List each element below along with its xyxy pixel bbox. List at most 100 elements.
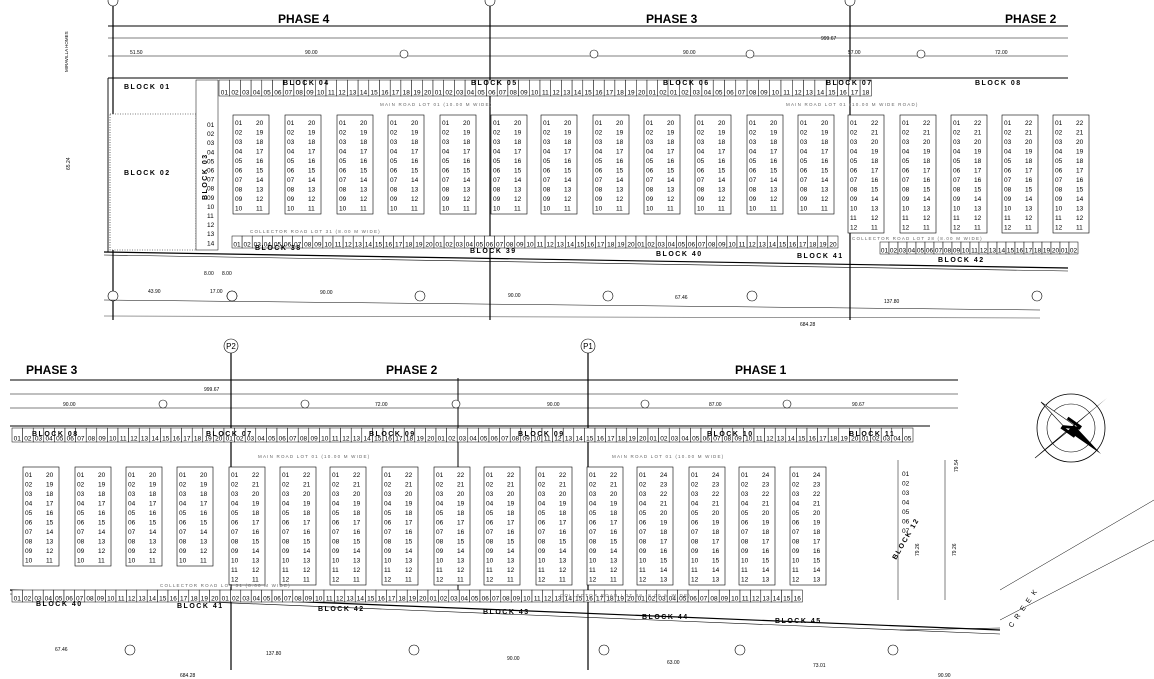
- block-08-11-lot-number: 04: [893, 436, 901, 443]
- block-06-08-lot-number: 02: [681, 90, 689, 97]
- dim-top-5: 72.00: [995, 50, 1008, 56]
- lot-block-top-r1-lot-right: 20: [923, 139, 931, 146]
- lot-block-bottom-6-lot-right: 15: [353, 539, 361, 546]
- lot-block-top-0-lot-right: 13: [256, 187, 264, 194]
- lot-block-bottom-12-lot-right: 16: [660, 548, 668, 555]
- lot-block-bottom-1-lot-right: 20: [98, 472, 106, 479]
- block-41-42-lot-number: 11: [971, 248, 978, 255]
- lot-block-bottom-11-lot-right: 21: [610, 482, 618, 489]
- block-38-40-lot-number: 04: [668, 242, 676, 249]
- lot-block-top-r2-lot-right: 11: [974, 225, 981, 232]
- lot-block-bottom-8-lot-left: 09: [436, 548, 444, 555]
- lot-block-top-r2-lot-right: 20: [974, 139, 982, 146]
- block-41-42-lot-number: 10: [962, 248, 970, 255]
- lot-block-bottom-7-lot-left: 03: [384, 491, 392, 498]
- block-40-45-lot-number: 17: [596, 596, 604, 603]
- block-40-45-lot-number: 18: [398, 596, 406, 603]
- block-08-11-lot-number: 14: [787, 436, 795, 443]
- lot-block-top-r3-lot-right: 11: [1025, 225, 1032, 232]
- block-08-11-lot-number: 13: [777, 436, 785, 443]
- block-04-05-lot-number: 14: [574, 90, 582, 97]
- lot-block-bottom-11-lot-right: 14: [610, 548, 618, 555]
- lot-block-top-3-lot-right: 14: [411, 177, 419, 184]
- lot-block-bottom-7-lot-left: 12: [384, 577, 392, 584]
- lot-block-bottom-10-lot-left: 06: [538, 520, 546, 527]
- block-40-45-lot-number: 09: [305, 596, 313, 603]
- lot-block-top-r4-lot-right: 17: [1076, 168, 1084, 175]
- lot-block-top-5-lot-right: 17: [514, 149, 522, 156]
- block-40-45-lot-number: 11: [534, 596, 541, 603]
- lot-block-top-r2-lot-left: 09: [953, 196, 961, 203]
- lot-block-top-5-lot-right: 18: [514, 139, 522, 146]
- block-38-40-lot-number: 18: [607, 242, 615, 249]
- block-08-11-lot-number: 02: [660, 436, 668, 443]
- lot-block-bottom-4-lot-right: 16: [252, 529, 260, 536]
- lot-block-top-2-lot-right: 16: [360, 158, 368, 165]
- lot-block-bottom-5-lot-right: 12: [303, 567, 311, 574]
- block-01-label: BLOCK 01: [124, 84, 171, 91]
- lot-block-bottom-7-lot-right: 11: [405, 577, 412, 584]
- lot-block-top-1-lot-right: 19: [308, 130, 316, 137]
- block-04-05-lot-number: 14: [360, 90, 368, 97]
- lot-block-top-r2-lot-right: 14: [974, 196, 982, 203]
- block-41-42-lot-number: 16: [1016, 248, 1024, 255]
- lot-block-bottom-13-lot-right: 13: [712, 577, 720, 584]
- lot-block-top-1-lot-left: 05: [287, 158, 295, 165]
- lot-block-top-11-lot-left: 06: [800, 168, 808, 175]
- lot-block-bottom-6-lot-left: 08: [332, 539, 340, 546]
- lot-block-bottom-11-lot-left: 06: [589, 520, 597, 527]
- lot-block-bottom-15-lot-left: 03: [792, 491, 800, 498]
- block-38-40-lot-number: 14: [567, 242, 575, 249]
- lot-block-top-r0-lot-right: 11: [871, 225, 878, 232]
- lot-block-top-9-lot-left: 06: [697, 168, 705, 175]
- block-38-40-lot-number: 06: [688, 242, 696, 249]
- block-40-45-lot-number: 16: [794, 596, 802, 603]
- block-40-45-lot-number: 13: [138, 596, 146, 603]
- lot-block-top-r2-lot-right: 16: [974, 177, 982, 184]
- lot-block-top-2-lot-left: 05: [339, 158, 347, 165]
- lot-block-top-11-lot-right: 20: [821, 120, 829, 127]
- block-06-08-lot-number: 05: [715, 90, 723, 97]
- lot-block-bottom-2-lot-left: 08: [128, 539, 136, 546]
- lot-block-bottom-7-lot-right: 21: [405, 482, 413, 489]
- lot-block-top-6-lot-left: 02: [543, 130, 551, 137]
- block-41-42-lot-number: 01: [881, 248, 889, 255]
- lot-block-bottom-9-lot-right: 14: [507, 548, 515, 555]
- lot-block-top-r1-lot-left: 10: [902, 206, 910, 213]
- block-41-42-lot-number: 07: [935, 248, 943, 255]
- phase-marker: [223, 338, 239, 354]
- lot-block-bottom-14-lot-left: 11: [741, 567, 748, 574]
- lot-block-top-5-lot-left: 03: [493, 139, 501, 146]
- lot-block-bottom-13-lot-left: 04: [691, 501, 699, 508]
- lot-block-bottom-2-lot-left: 03: [128, 491, 136, 498]
- block-40-45-lot-number: 14: [773, 596, 781, 603]
- lot-block-top-9-lot-right: 17: [718, 149, 726, 156]
- lot-block-bottom-8: [433, 466, 471, 586]
- lot-block-bottom-3: [176, 466, 214, 567]
- lot-block-top-7: [592, 114, 630, 215]
- block-41-42-lot-number: 05: [917, 248, 925, 255]
- lot-block-bottom-5-lot-left: 10: [282, 558, 290, 565]
- block-08-11-lot-number: 03: [35, 436, 43, 443]
- lot-block-bottom-14-lot-left: 01: [741, 472, 749, 479]
- lot-block-bottom-12-lot-left: 07: [639, 529, 647, 536]
- block-38-40-lot-number: 06: [284, 242, 292, 249]
- lot-block-bottom-8-lot-left: 06: [436, 520, 444, 527]
- block-41-42-lot-number: 02: [890, 248, 898, 255]
- lot-block-top-9-lot-left: 07: [697, 177, 705, 184]
- lot-block-top-10-lot-right: 19: [770, 130, 778, 137]
- lot-block-top-1-lot-left: 09: [287, 196, 295, 203]
- block-08-11-lot-number: 02: [872, 436, 880, 443]
- lot-block-bottom-13-lot-left: 07: [691, 529, 699, 536]
- lot-block-bottom-10-lot-right: 18: [559, 510, 567, 517]
- lot-block-bottom-8-lot-left: 05: [436, 510, 444, 517]
- block-06-label: BLOCK 06: [663, 80, 710, 87]
- lot-block-bottom-8-lot-left: 07: [436, 529, 444, 536]
- block-38-40-lot-number: 19: [617, 242, 625, 249]
- survey-marker: [746, 290, 758, 302]
- dim-small-1: 8.00: [204, 271, 214, 277]
- lot-block-top-0-lot-left: 04: [235, 149, 243, 156]
- lot-block-bottom-14-lot-left: 02: [741, 482, 749, 489]
- lot-block-bottom-2-lot-right: 18: [149, 491, 157, 498]
- block-40-45-lot-number: 18: [606, 596, 614, 603]
